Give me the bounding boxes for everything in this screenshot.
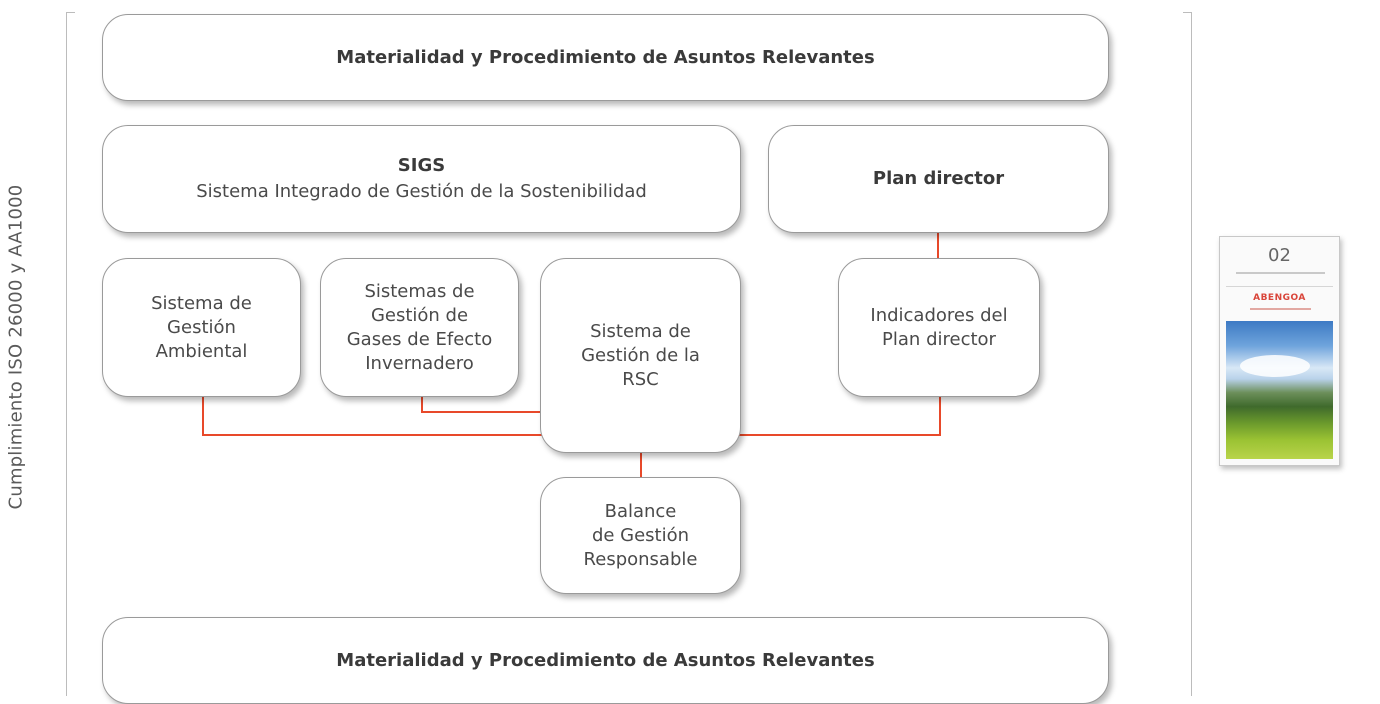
- sigs-title: SIGS: [397, 155, 446, 176]
- report-brand-subline: [1250, 308, 1311, 310]
- report-subtitle-line: [1236, 272, 1325, 274]
- materiality-top-box: Materialidad y Procedimiento de Asuntos …: [102, 14, 1109, 101]
- plan-director-box: Plan director: [768, 125, 1109, 233]
- side-label: Cumplimiento ISO 26000 y AA1000: [0, 0, 32, 695]
- rsc-management-label: Sistema de Gestión de la RSC: [581, 320, 700, 390]
- report-landscape-image: [1226, 321, 1333, 459]
- report-cloud-shape: [1240, 355, 1310, 377]
- report-brand: ABENGOA: [1253, 293, 1306, 303]
- responsible-management-balance-box: Balance de Gestión Responsable: [540, 477, 741, 594]
- ghg-management-label: Sistemas de Gestión de Gases de Efecto I…: [346, 280, 493, 374]
- plan-indicators-box: Indicadores del Plan director: [838, 258, 1040, 397]
- side-label-text: Cumplimiento ISO 26000 y AA1000: [5, 184, 27, 510]
- report-divider: [1226, 286, 1333, 287]
- report-number: 02: [1268, 245, 1291, 266]
- sigs-subtitle: Sistema Integrado de Gestión de la Soste…: [196, 181, 647, 202]
- left-bracket: [66, 12, 75, 696]
- environmental-management-box: Sistema de Gestión Ambiental: [102, 258, 301, 397]
- right-bracket: [1183, 12, 1192, 696]
- responsible-management-balance-label: Balance de Gestión Responsable: [583, 500, 698, 570]
- rsc-management-box: Sistema de Gestión de la RSC: [540, 258, 741, 453]
- plan-indicators-label: Indicadores del Plan director: [870, 304, 1008, 350]
- materiality-bottom-label: Materialidad y Procedimiento de Asuntos …: [336, 649, 875, 671]
- report-thumbnail[interactable]: 02 ABENGOA: [1219, 236, 1340, 466]
- plan-director-label: Plan director: [872, 168, 1005, 189]
- ghg-management-box: Sistemas de Gestión de Gases de Efecto I…: [320, 258, 519, 397]
- materiality-top-label: Materialidad y Procedimiento de Asuntos …: [336, 46, 875, 68]
- sigs-box: SIGS Sistema Integrado de Gestión de la …: [102, 125, 741, 233]
- environmental-management-label: Sistema de Gestión Ambiental: [151, 292, 252, 362]
- materiality-bottom-box: Materialidad y Procedimiento de Asuntos …: [102, 617, 1109, 704]
